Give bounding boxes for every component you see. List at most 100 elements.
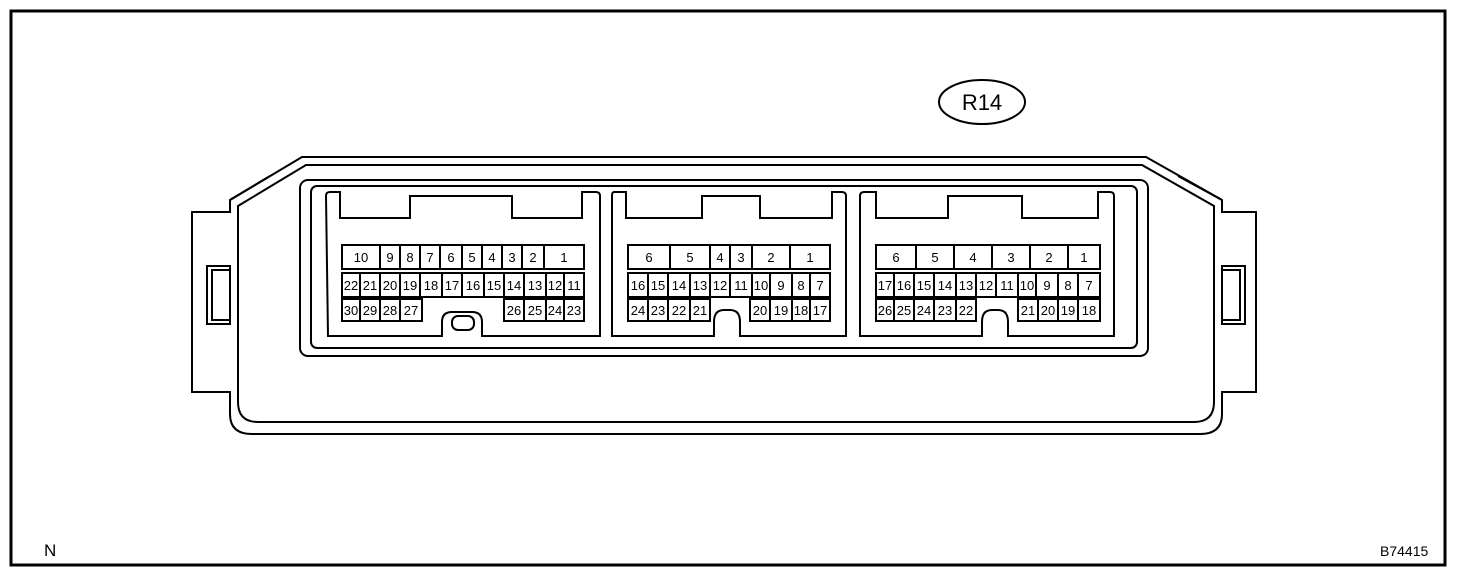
pin-20: 20 [749, 298, 771, 322]
pin-cell [1067, 244, 1101, 270]
pin-15: 15 [483, 272, 505, 298]
pin-2: 2 [751, 244, 791, 270]
pin-number: 19 [774, 303, 788, 318]
pin-21: 21 [689, 298, 711, 322]
connector-housing [191, 156, 1257, 435]
pin-number: 7 [816, 278, 823, 293]
housing-recess [299, 179, 1149, 357]
pin-number: 28 [383, 303, 397, 318]
pin-1: 1 [543, 244, 585, 270]
pin-number: 10 [1020, 278, 1034, 293]
pin-25: 25 [523, 298, 547, 322]
left-shoulder-line [229, 175, 271, 201]
pin-number: 6 [892, 250, 899, 265]
pin-cell [955, 298, 977, 322]
pin-11: 11 [563, 272, 585, 298]
pin-number: 15 [487, 278, 501, 293]
pin-number: 14 [507, 278, 521, 293]
pin-21: 21 [1017, 298, 1039, 322]
pin-number: 16 [897, 278, 911, 293]
pin-12: 12 [709, 272, 731, 298]
pin-cell [809, 298, 831, 322]
pin-10: 10 [751, 272, 771, 298]
pin-number: 15 [917, 278, 931, 293]
pin-11: 11 [995, 272, 1019, 298]
pin-number: 23 [651, 303, 665, 318]
pin-23: 23 [563, 298, 585, 322]
pin-5: 5 [669, 244, 711, 270]
pin-cell [689, 298, 711, 322]
pin-number: 22 [672, 303, 686, 318]
connector-label-ellipse [938, 79, 1026, 125]
pin-17: 17 [441, 272, 463, 298]
pin-number: 20 [753, 303, 767, 318]
pin-number: 26 [507, 303, 521, 318]
right-shoulder-line [1177, 175, 1223, 201]
pin-6: 6 [627, 244, 671, 270]
pin-number: 8 [1064, 278, 1071, 293]
pin-number: 5 [686, 250, 693, 265]
pin-13: 13 [955, 272, 977, 298]
pin-28: 28 [379, 298, 401, 322]
pin-number: 24 [548, 303, 562, 318]
pin-cell [543, 244, 585, 270]
housing-recess-inner [310, 185, 1138, 349]
pin-number: 22 [344, 278, 358, 293]
pin-15: 15 [913, 272, 935, 298]
pin-18: 18 [1077, 298, 1101, 322]
pin-14: 14 [667, 272, 691, 298]
pin-number: 12 [713, 278, 727, 293]
pin-number: 13 [528, 278, 542, 293]
right-latch-inner [1221, 269, 1241, 321]
pin-number: 16 [631, 278, 645, 293]
pin-number: 5 [931, 250, 938, 265]
pin-number: 11 [567, 278, 581, 293]
pin-29: 29 [359, 298, 381, 322]
pin-23: 23 [933, 298, 957, 322]
pin-number: 23 [938, 303, 952, 318]
pin-16: 16 [627, 272, 649, 298]
pin-13: 13 [523, 272, 547, 298]
pin-24: 24 [545, 298, 565, 322]
pin-10: 10 [341, 244, 381, 270]
pin-22: 22 [341, 272, 361, 298]
pin-number: 21 [693, 303, 707, 318]
pin-17: 17 [875, 272, 895, 298]
pin-number: 19 [403, 278, 417, 293]
pin-9: 9 [379, 244, 401, 270]
pin-number: 4 [716, 250, 723, 265]
pin-cell [1077, 272, 1101, 298]
pin-19: 19 [399, 272, 421, 298]
pin-number: 6 [447, 250, 454, 265]
pin-number: 13 [693, 278, 707, 293]
pin-2: 2 [521, 244, 545, 270]
pin-1: 1 [1067, 244, 1101, 270]
pin-3: 3 [501, 244, 523, 270]
left-latch [206, 265, 231, 325]
pin-number: 12 [548, 278, 562, 293]
pin-number: 9 [386, 250, 393, 265]
pin-19: 19 [769, 298, 793, 322]
pin-15: 15 [647, 272, 669, 298]
pin-number: 26 [878, 303, 892, 318]
pin-number: 29 [363, 303, 377, 318]
pin-number: 1 [1080, 250, 1087, 265]
pin-number: 23 [567, 303, 581, 318]
pin-number: 5 [468, 250, 475, 265]
pin-number: 1 [560, 250, 567, 265]
pin-number: 21 [1021, 303, 1035, 318]
block-right-shell [859, 191, 1115, 337]
pin-24: 24 [913, 298, 935, 322]
pin-cell [1077, 298, 1101, 322]
pin-9: 9 [769, 272, 793, 298]
pin-number: 20 [1041, 303, 1055, 318]
pin-number: 3 [737, 250, 744, 265]
pin-number: 17 [445, 278, 459, 293]
pin-number: 11 [1000, 278, 1014, 293]
pin-number: 1 [806, 250, 813, 265]
pin-2: 2 [1029, 244, 1069, 270]
pin-21: 21 [359, 272, 381, 298]
